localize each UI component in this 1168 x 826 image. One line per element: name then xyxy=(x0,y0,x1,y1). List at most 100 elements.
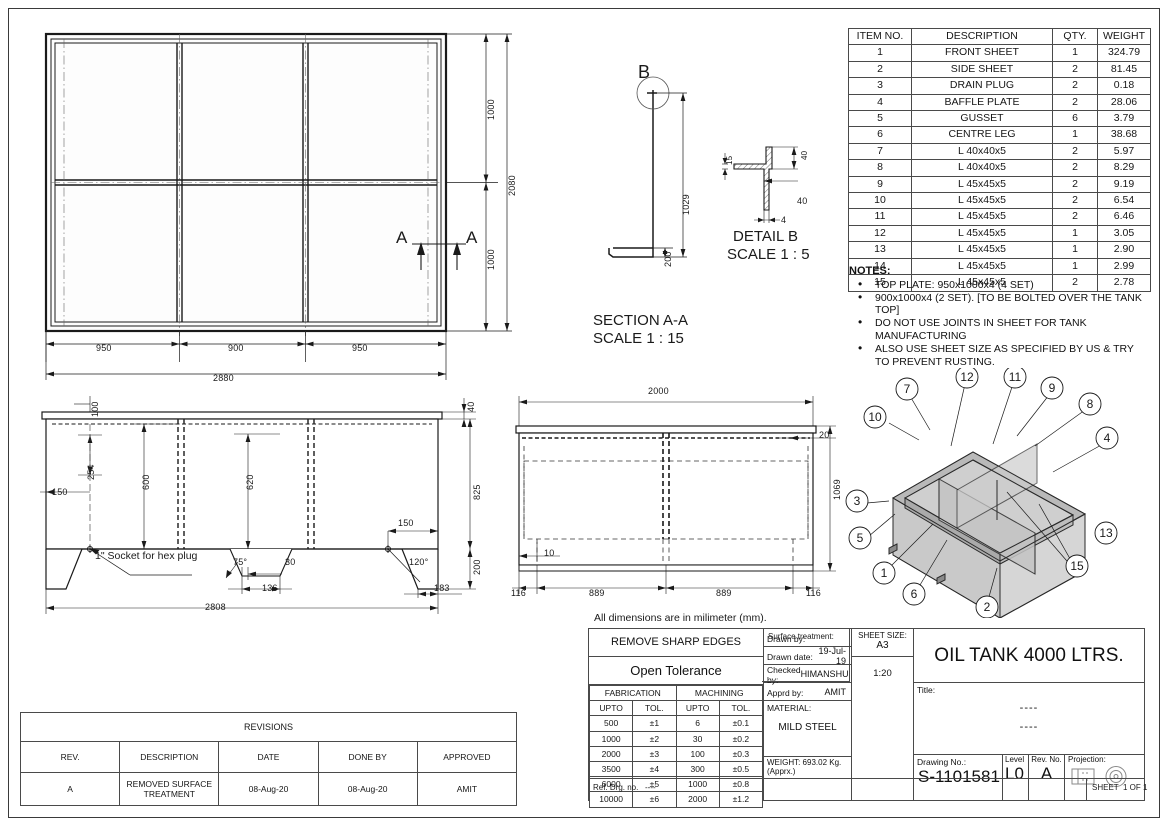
tolerance-cell: 2000 xyxy=(675,791,720,808)
tolerance-cell: ±0.5 xyxy=(718,761,764,778)
dim-600: 600 xyxy=(141,474,151,490)
bom-cell-item: 12 xyxy=(848,224,912,243)
svg-text:15: 15 xyxy=(1070,559,1084,573)
dim-detail-15: 15 xyxy=(725,155,734,165)
ref-drg-label: Ref. Drg. no. xyxy=(593,783,639,792)
open-tolerance-label: Open Tolerance xyxy=(589,657,763,685)
rev-cell-rev: A xyxy=(19,772,121,806)
bom-cell-wt: 28.06 xyxy=(1097,93,1151,112)
revisions-header-row: REV. DESCRIPTION DATE DONE BY APPROVED xyxy=(19,741,518,773)
bom-cell-qty: 1 xyxy=(1052,241,1098,259)
dim-889-right: 889 xyxy=(716,588,732,598)
bom-header-row: ITEM NO. DESCRIPTION QTY. WEIGHT xyxy=(848,27,1151,46)
tolerance-cell: 10000 xyxy=(588,791,634,808)
tol-group-fabrication: FABRICATION xyxy=(589,684,677,702)
title-block-bottom-divider xyxy=(588,778,1145,779)
bom-cell-desc: BAFFLE PLATE xyxy=(911,93,1053,112)
dim-950-right: 950 xyxy=(352,343,368,353)
title-identification-block: OIL TANK 4000 LTRS. Title: ---- ---- Dra… xyxy=(913,629,1144,800)
tolerance-cell: ±0.8 xyxy=(718,776,764,793)
bom-cell-qty: 2 xyxy=(1052,159,1098,177)
note-item: TOP PLATE: 950x1000x4 (4 SET) xyxy=(849,278,1145,292)
dim-150-right: 150 xyxy=(398,518,414,528)
tolerance-cell: ±6 xyxy=(632,791,677,808)
rev-header-date: DATE xyxy=(218,741,319,773)
bom-cell-wt: 2.90 xyxy=(1097,241,1151,259)
svg-text:6: 6 xyxy=(911,587,918,601)
section-aa-label: SECTION A-A xyxy=(593,312,689,329)
apprd-by-label: Apprd by: xyxy=(767,687,804,698)
material-label: MATERIAL: xyxy=(767,703,812,713)
bom-cell-qty: 6 xyxy=(1052,110,1098,128)
dim-1069: 1069 xyxy=(832,479,842,500)
svg-text:12: 12 xyxy=(960,370,974,384)
svg-text:1: 1 xyxy=(881,566,888,580)
tolerance-cell: 2000 xyxy=(588,745,634,763)
units-note: All dimensions are in milimeter (mm). xyxy=(594,612,767,624)
tolerance-cell: ±1 xyxy=(632,715,677,732)
apprd-by-value: AMIT xyxy=(824,686,847,697)
svg-text:11: 11 xyxy=(1009,370,1022,384)
bom-cell-wt: 6.46 xyxy=(1097,208,1151,226)
approvals-block: Drawn by: Drawn date: 19-Jul-19 Checked … xyxy=(763,629,851,800)
bom-header-item: ITEM NO. xyxy=(848,27,912,46)
sheet-count: SHEET 1 OF 1 xyxy=(1092,783,1148,792)
dim-20: 20 xyxy=(819,430,830,440)
rev-cell-date: 08-Aug-20 xyxy=(218,772,319,806)
tolerance-cell: ±3 xyxy=(632,745,677,763)
sheet-size-label: SHEET SIZE: xyxy=(858,631,907,640)
svg-text:2: 2 xyxy=(984,600,991,614)
detail-mark-b: B xyxy=(638,62,651,82)
elevation-front-view xyxy=(30,390,490,620)
bom-cell-item: 11 xyxy=(848,208,912,226)
bom-cell-qty: 2 xyxy=(1052,142,1098,161)
bom-cell-item: 13 xyxy=(848,241,912,259)
projection-label: Projection: xyxy=(1068,755,1106,764)
bom-cell-wt: 8.29 xyxy=(1097,159,1151,177)
bom-cell-desc: GUSSET xyxy=(911,110,1053,128)
bom-cell-desc: L 45x45x5 xyxy=(911,192,1053,210)
dim-detail-40-vert: 40 xyxy=(800,150,809,160)
bom-cell-desc: L 45x45x5 xyxy=(911,208,1053,226)
dim-2808: 2808 xyxy=(205,602,226,612)
dim-150-left: 150 xyxy=(52,487,68,497)
dim-200-section: 200 xyxy=(663,251,673,267)
bom-cell-wt: 5.97 xyxy=(1097,142,1151,161)
bom-cell-qty: 1 xyxy=(1052,224,1098,243)
bom-cell-desc: SIDE SHEET xyxy=(911,60,1053,79)
svg-text:8: 8 xyxy=(1087,397,1094,411)
bom-cell-desc: L 45x45x5 xyxy=(911,257,1053,276)
bom-cell-item: 6 xyxy=(848,126,912,144)
rev-header-approved: APPROVED xyxy=(416,741,518,773)
tolerance-cell: ±4 xyxy=(632,761,677,778)
detail-b-label: DETAIL B xyxy=(733,228,799,245)
tolerance-cell: ±0.1 xyxy=(718,715,764,732)
dim-detail-40-horz: 40 xyxy=(797,196,808,206)
drawing-no-value: S-1101581 xyxy=(918,767,1000,786)
notes-heading: NOTES: xyxy=(849,265,891,277)
bom-cell-item: 9 xyxy=(848,175,912,194)
sheet-count-divider xyxy=(1086,778,1087,801)
dim-950-left: 950 xyxy=(96,343,112,353)
bom-cell-desc: L 40x40x5 xyxy=(911,142,1053,161)
section-mark-a-left: A xyxy=(396,228,408,247)
tolerance-cell: ±1.2 xyxy=(718,791,764,808)
title-block: REMOVE SHARP EDGES Open Tolerance FABRIC… xyxy=(588,628,1145,808)
angle-75: 75° xyxy=(233,557,248,567)
bom-cell-desc: FRONT SHEET xyxy=(911,44,1053,62)
angle-120: 120° xyxy=(409,557,429,567)
title-line-2: ---- xyxy=(1019,721,1039,733)
section-aa-view xyxy=(595,60,725,310)
surface-treatment-label: Surface treatment: xyxy=(768,632,834,641)
checked-by-label: Checked by: xyxy=(767,664,801,685)
tolerance-cell: 300 xyxy=(675,761,720,778)
title-line-1: ---- xyxy=(1019,702,1039,714)
